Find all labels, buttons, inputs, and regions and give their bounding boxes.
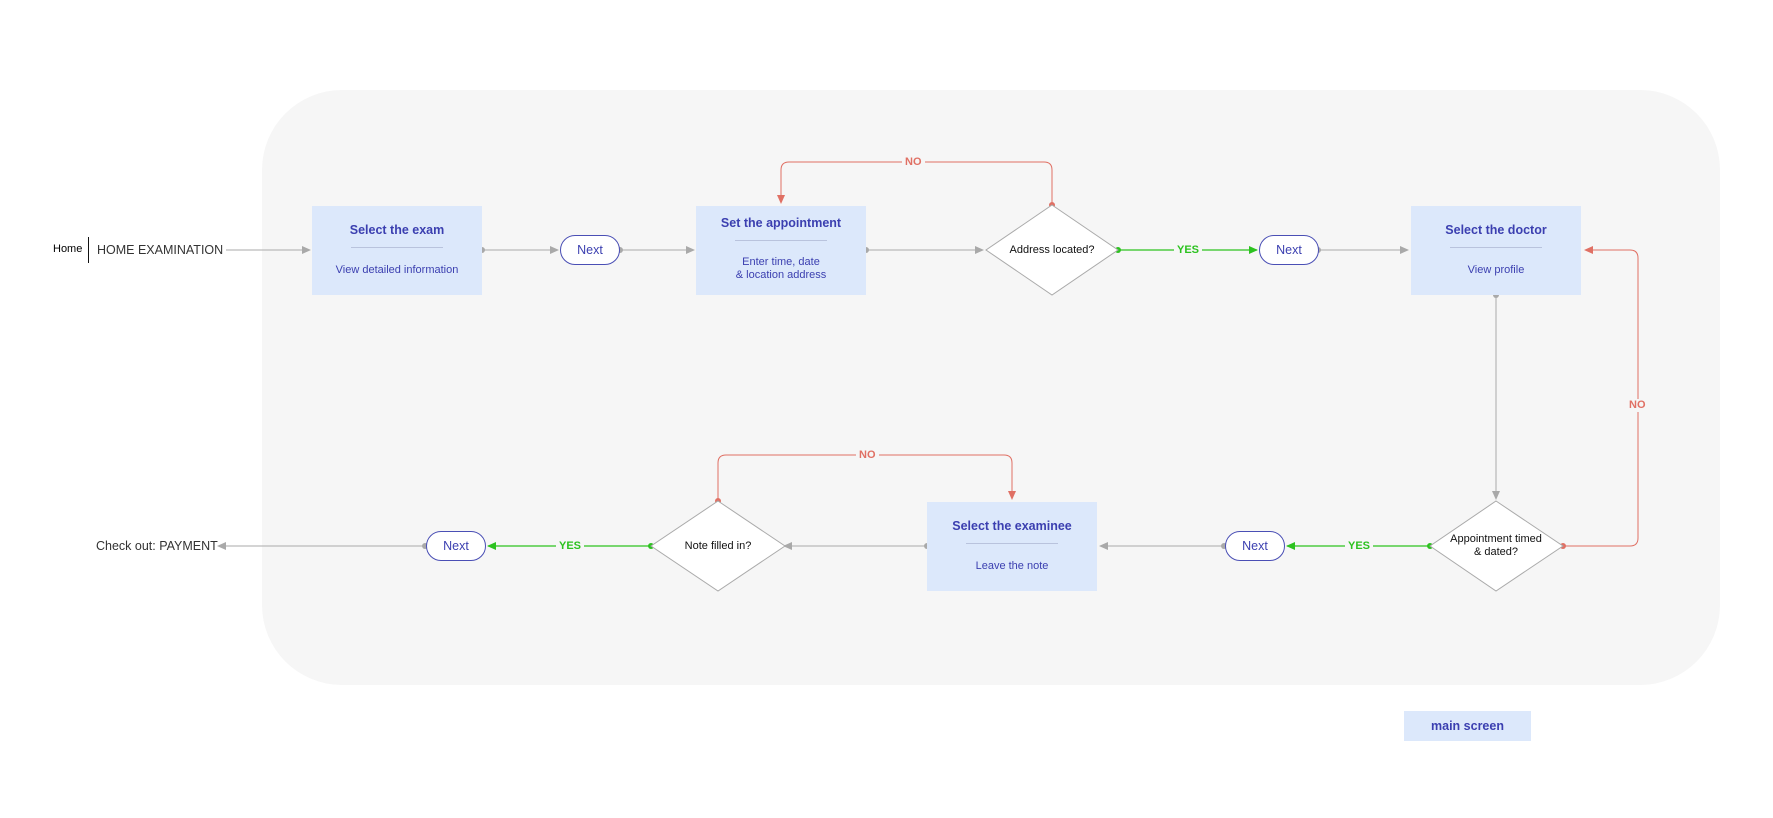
edge-label-no-note: NO (856, 449, 879, 462)
next-button-4[interactable]: Next (426, 531, 486, 561)
legend-main-screen: main screen (1404, 711, 1531, 741)
edge-label-yes-note: YES (556, 540, 585, 553)
screen-subtitle-line2: & location address (735, 269, 827, 281)
decision-note-label: Note filled in? (662, 536, 774, 556)
screen-subtitle: View profile (1467, 264, 1525, 276)
screen-divider (966, 543, 1058, 544)
screen-set-appointment[interactable]: Set the appointment Enter time, date & l… (696, 206, 866, 295)
decision-address-label: Address located? (996, 240, 1108, 260)
decision-appointment-text-line2: & dated? (1473, 546, 1519, 558)
screen-title: Set the appointment (720, 216, 842, 230)
decision-address-text: Address located? (1009, 243, 1095, 256)
edge-no-appointment (1563, 246, 1639, 547)
checkout-label: Check out: PAYMENT (96, 539, 218, 553)
screen-divider (1450, 247, 1542, 248)
decision-appointment-shape (1429, 500, 1564, 592)
screen-title: Select the exam (349, 223, 445, 237)
screen-title: Select the doctor (1445, 223, 1547, 237)
screen-subtitle-line1: Enter time, date (742, 256, 820, 268)
legend-main-screen-label: main screen (1431, 719, 1504, 733)
screen-select-examinee[interactable]: Select the examinee Leave the note (927, 502, 1097, 591)
decision-appointment-text-line1: Appointment timed (1450, 533, 1542, 545)
screen-title: Select the examinee (952, 519, 1072, 533)
flow-title: HOME EXAMINATION (97, 243, 224, 257)
next-button-2[interactable]: Next (1259, 235, 1319, 265)
edge-label-yes-address: YES (1174, 244, 1203, 257)
screen-subtitle: Leave the note (975, 560, 1049, 572)
screen-select-doctor[interactable]: Select the doctor View profile (1411, 206, 1581, 295)
next-button-3[interactable]: Next (1225, 531, 1285, 561)
decision-note-shape (650, 500, 786, 592)
screen-divider (351, 247, 443, 248)
screen-subtitle: View detailed information (335, 264, 459, 276)
decision-note-text: Note filled in? (684, 539, 752, 552)
next-button-1[interactable]: Next (560, 235, 620, 265)
edge-label-no-appointment: NO (1626, 399, 1649, 412)
screen-divider (735, 240, 827, 241)
decision-address-shape (985, 204, 1119, 296)
home-link[interactable]: Home (53, 243, 83, 255)
edge-label-no-address: NO (902, 156, 925, 169)
decision-appointment-label: Appointment timed & dated? (1440, 532, 1552, 560)
start-divider (88, 237, 89, 263)
edge-label-yes-appointment: YES (1345, 540, 1374, 553)
screen-select-exam[interactable]: Select the exam View detailed informatio… (312, 206, 482, 295)
